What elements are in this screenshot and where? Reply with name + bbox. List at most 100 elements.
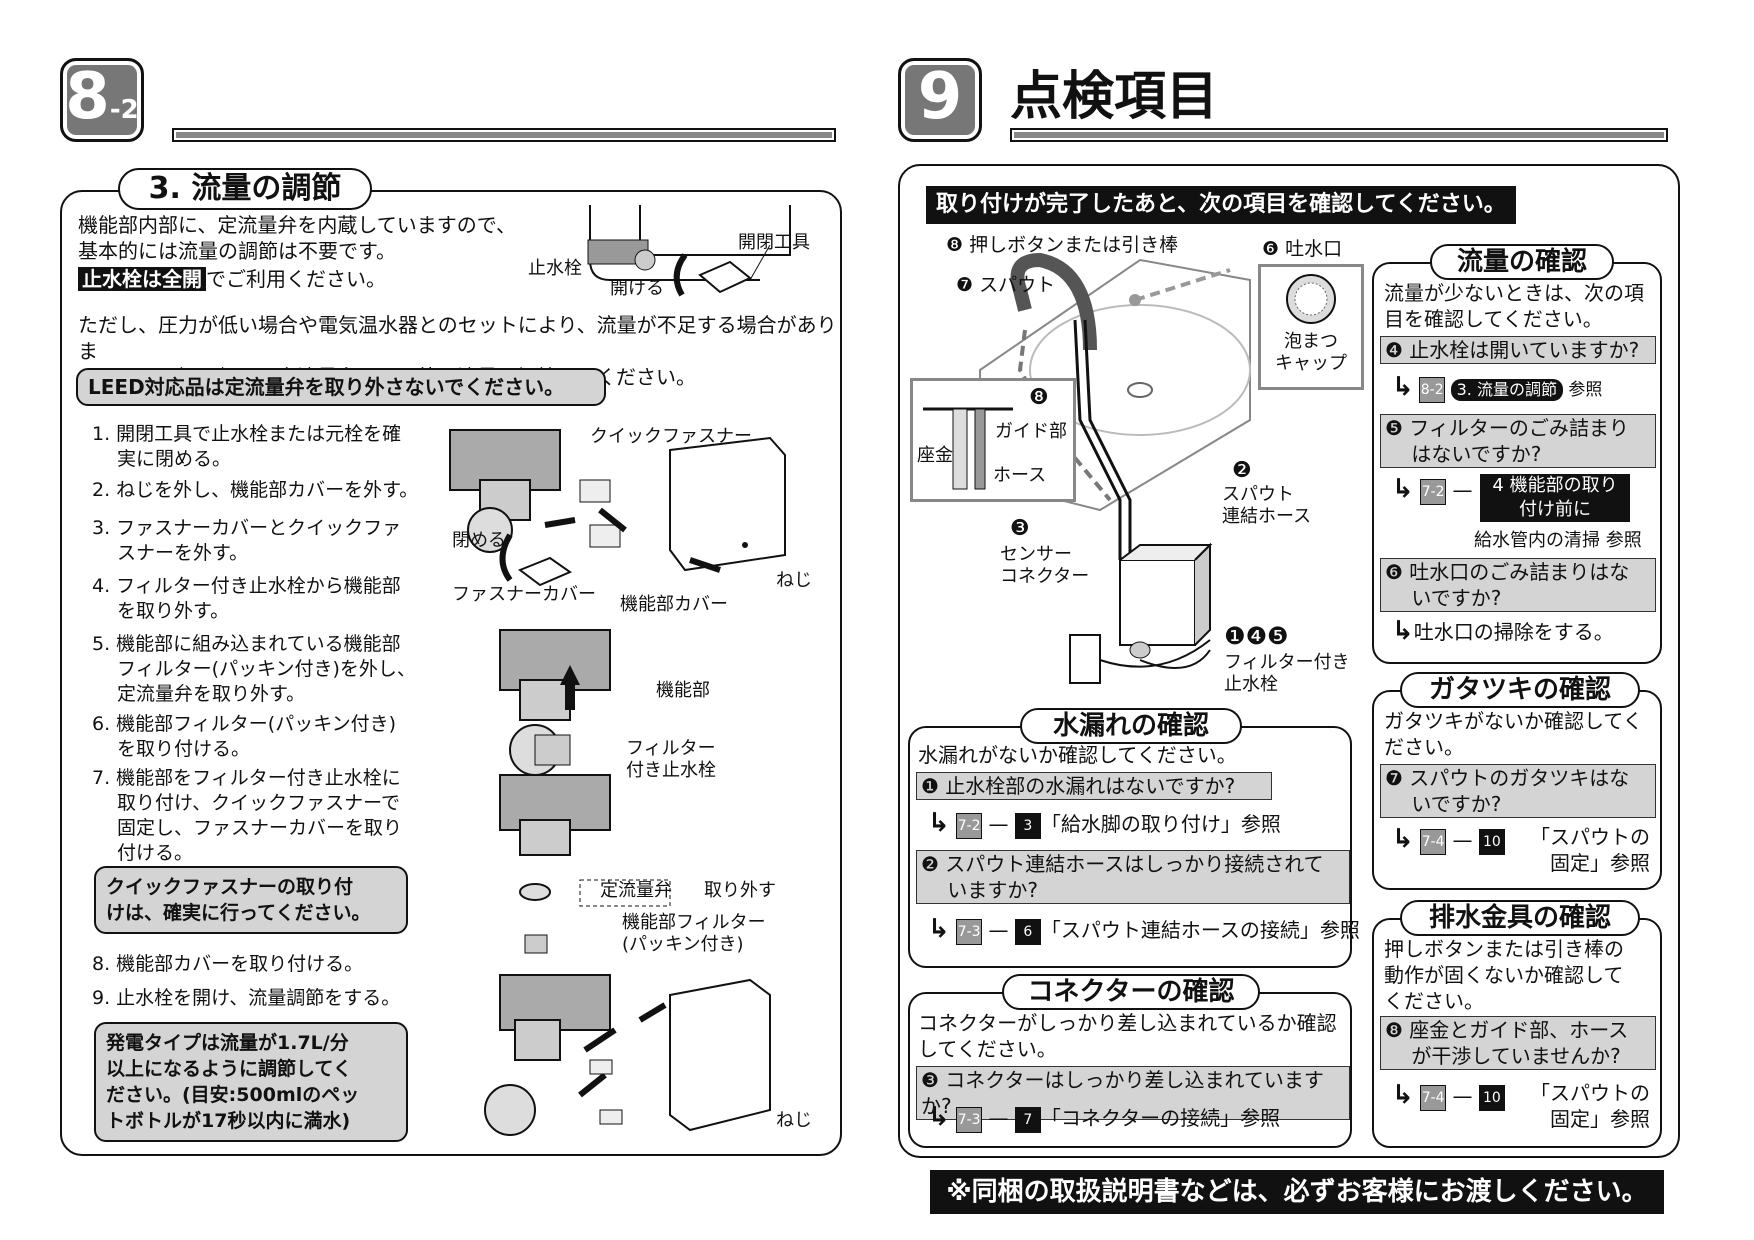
- label-fastener-cover: ファスナーカバー: [452, 584, 596, 605]
- generator-warning: 発電タイプは流量が1.7L/分 以上になるように調節してく ださい。(目安:50…: [94, 1022, 408, 1142]
- ref-text: 「コネクターの接続」参照: [1040, 1106, 1281, 1130]
- ref-arrow-icon: ↳: [1392, 824, 1414, 854]
- connector-question: ❸ コネクターはしっかり差し込まれていますか?: [916, 1066, 1350, 1120]
- leak-ref-1: ↳ 7-2 — 3「給水脚の取り付け」参照: [928, 808, 1281, 839]
- ref-text: 参照: [1568, 380, 1603, 400]
- intro-highlight: 止水栓は全開: [78, 267, 206, 291]
- step-badge: 10: [1478, 1084, 1505, 1111]
- ref-arrow-icon: ↳: [1392, 372, 1414, 402]
- page-badge: 7-3: [956, 918, 983, 945]
- connector-intro: コネクターがしっかり差し込まれているか確認 してください。: [918, 1011, 1337, 1061]
- rattle-question: ❼ スパウトのガタツキはな いですか?: [1380, 764, 1656, 818]
- instruction-banner: 取り付けが完了したあと、次の項目を確認してください。: [926, 186, 1516, 224]
- leed-warning: LEED対応品は定流量弁を取り外さないでください。: [76, 368, 606, 406]
- leak-question-1: ❶ 止水栓部の水漏れはないですか?: [916, 772, 1272, 800]
- label-2-number: ❷: [1232, 458, 1252, 483]
- step-2: 2. ねじを外し、機能部カバーを外す。: [92, 479, 419, 501]
- step-badge: 10: [1478, 828, 1505, 855]
- intro-line: 止水栓は全開でご利用ください。: [78, 266, 386, 292]
- section-number-badge-9: 9: [898, 58, 982, 142]
- label-function-unit: 機能部: [656, 680, 710, 701]
- step-3: 3. ファスナーカバーとクイックファ スナーを外す。: [92, 517, 402, 564]
- label-function-cover: 機能部カバー: [620, 594, 728, 615]
- flow-ref-5: ↳ 7-2 —: [1392, 474, 1473, 505]
- page-title: 点検項目: [1010, 67, 1219, 127]
- leak-check-title: 水漏れの確認: [1020, 708, 1242, 744]
- ref-arrow-icon: ↳: [928, 808, 950, 838]
- label-spout-hose: スパウト 連結ホース: [1222, 484, 1312, 527]
- label-close: 閉める: [452, 530, 506, 551]
- label-filter-valve-r: フィルター付き 止水栓: [1224, 652, 1350, 695]
- flow-question-6: ❻ 吐水口のごみ詰まりはな いですか?: [1380, 558, 1656, 612]
- label-valve: 止水栓: [528, 258, 582, 279]
- ref-arrow-icon: ↳: [1392, 1080, 1414, 1110]
- label-seat: 座金: [917, 445, 953, 466]
- step-badge: 6: [1014, 918, 1041, 945]
- label-remove: 取り外す: [704, 880, 776, 901]
- label-screw: ねじ: [776, 570, 812, 591]
- quick-fastener-warning: クイックファスナーの取り付 けは、確実に行ってください。: [94, 866, 408, 934]
- drain-question: ❽ 座金とガイド部、ホース が干渉していませんか?: [1380, 1016, 1656, 1070]
- drain-intro: 押しボタンまたは引き棒の 動作が固くないか確認して ください。: [1384, 937, 1624, 1013]
- step-9: 9. 止水栓を開け、流量調節をする。: [92, 987, 401, 1009]
- drain-ref-text: 「スパウトの 固定」参照: [1530, 1081, 1650, 1131]
- label-spout: ❼ スパウト: [956, 274, 1056, 296]
- label-filter-valve: フィルター 付き止水栓: [626, 738, 716, 781]
- page-badge: 8-2: [1419, 377, 1446, 403]
- flow-question-5: ❺ フィルターのごみ詰まり はないですか?: [1380, 414, 1656, 468]
- drain-ref: ↳ 7-4 — 10: [1392, 1082, 1505, 1111]
- ref-arrow-icon: ↳: [928, 1102, 950, 1132]
- page-badge: 7-4: [1420, 1084, 1447, 1111]
- flow-question-4: ❹ 止水栓は開いていますか?: [1380, 336, 1656, 364]
- label-constant-flow-valve: 定流量弁: [600, 880, 672, 901]
- leak-question-2: ❷ スパウト連結ホースはしっかり接続されて いますか?: [916, 850, 1350, 904]
- label-function-filter: 機能部フィルター (パッキン付き): [622, 912, 766, 955]
- step-6: 6. 機能部フィルター(パッキン付き) を取り付ける。: [92, 713, 397, 760]
- valve-tool-figure: [587, 205, 791, 297]
- label-hose: ホース: [993, 465, 1047, 486]
- rattle-ref: ↳ 7-4 — 10: [1392, 826, 1505, 855]
- step-badge: 7: [1014, 1106, 1041, 1133]
- label-sensor-connector: センサー コネクター: [1000, 544, 1090, 587]
- ref-text: 吐水口の掃除をする。: [1413, 620, 1614, 644]
- label-quick-fastener: クイックファスナー: [590, 426, 752, 447]
- rattle-ref-text: 「スパウトの 固定」参照: [1530, 825, 1650, 875]
- flow-intro: 流量が少ないときは、次の項 目を確認してください。: [1384, 281, 1644, 331]
- label-3-number: ❸: [1010, 516, 1030, 541]
- disassembly-figure: [449, 429, 786, 1136]
- page-badge: 7-2: [1420, 478, 1447, 505]
- label-aerator: 泡まつ キャップ: [1275, 331, 1347, 374]
- leak-intro: 水漏れがないか確認してください。: [918, 743, 1237, 767]
- label-145-numbers: ❶❹❺: [1224, 622, 1289, 650]
- section-number-badge: 8-2: [60, 58, 144, 142]
- step-8: 8. 機能部カバーを取り付ける。: [92, 953, 364, 975]
- section-rule-9: [1010, 128, 1668, 142]
- flow-ref-5-box: 4 機能部の取り 付け前に: [1480, 474, 1630, 522]
- aerator-cap-icon: [1286, 274, 1336, 324]
- label-open: 開ける: [610, 278, 664, 299]
- step-7: 7. 機能部をフィルター付き止水栓に 取り付け、クイックファスナーで 固定し、フ…: [92, 767, 403, 864]
- label-push-button: ❽ 押しボタンまたは引き棒: [946, 234, 1179, 256]
- ref-arrow-icon: ↳: [928, 914, 950, 944]
- inset-number: ❽: [1029, 385, 1049, 410]
- intro-text: 機能部内部に、定流量弁を内蔵していますので、 基本的には流量の調節は不要です。: [78, 213, 516, 263]
- rattle-check-title: ガタツキの確認: [1400, 672, 1640, 708]
- step-4: 4. フィルター付き止水栓から機能部 を取り外す。: [92, 575, 401, 622]
- label-screw-2: ねじ: [776, 1110, 812, 1131]
- flow-ref-5-tail: 給水管内の清掃 参照: [1474, 530, 1642, 551]
- section-rule: [172, 128, 836, 142]
- label-outlet: ❻ 吐水口: [1262, 238, 1343, 260]
- page-badge: 7-4: [1420, 828, 1447, 855]
- guide-detail-icon: [923, 407, 1013, 490]
- ref-text: 「給水脚の取り付け」参照: [1040, 812, 1281, 836]
- flow-check-title: 流量の確認: [1430, 244, 1614, 280]
- intro-tail: でご利用ください。: [206, 267, 386, 291]
- guide-inset: ❽ ガイド部 座金 ホース: [910, 378, 1076, 502]
- flow-ref-6: ↳吐水口の掃除をする。: [1392, 618, 1614, 645]
- flow-ref-4: ↳ 8-2 3. 流量の調節 参照: [1392, 374, 1602, 403]
- step-5: 5. 機能部に組み込まれている機能部 フィルター(パッキン付き)を外し、 定流量…: [92, 633, 416, 705]
- leak-ref-2: ↳ 7-3 — 6「スパウト連結ホースの接続」参照: [928, 914, 1360, 945]
- aerator-inset: 泡まつ キャップ: [1258, 264, 1364, 390]
- page-badge: 7-2: [956, 812, 983, 839]
- connector-check-title: コネクターの確認: [1002, 974, 1260, 1010]
